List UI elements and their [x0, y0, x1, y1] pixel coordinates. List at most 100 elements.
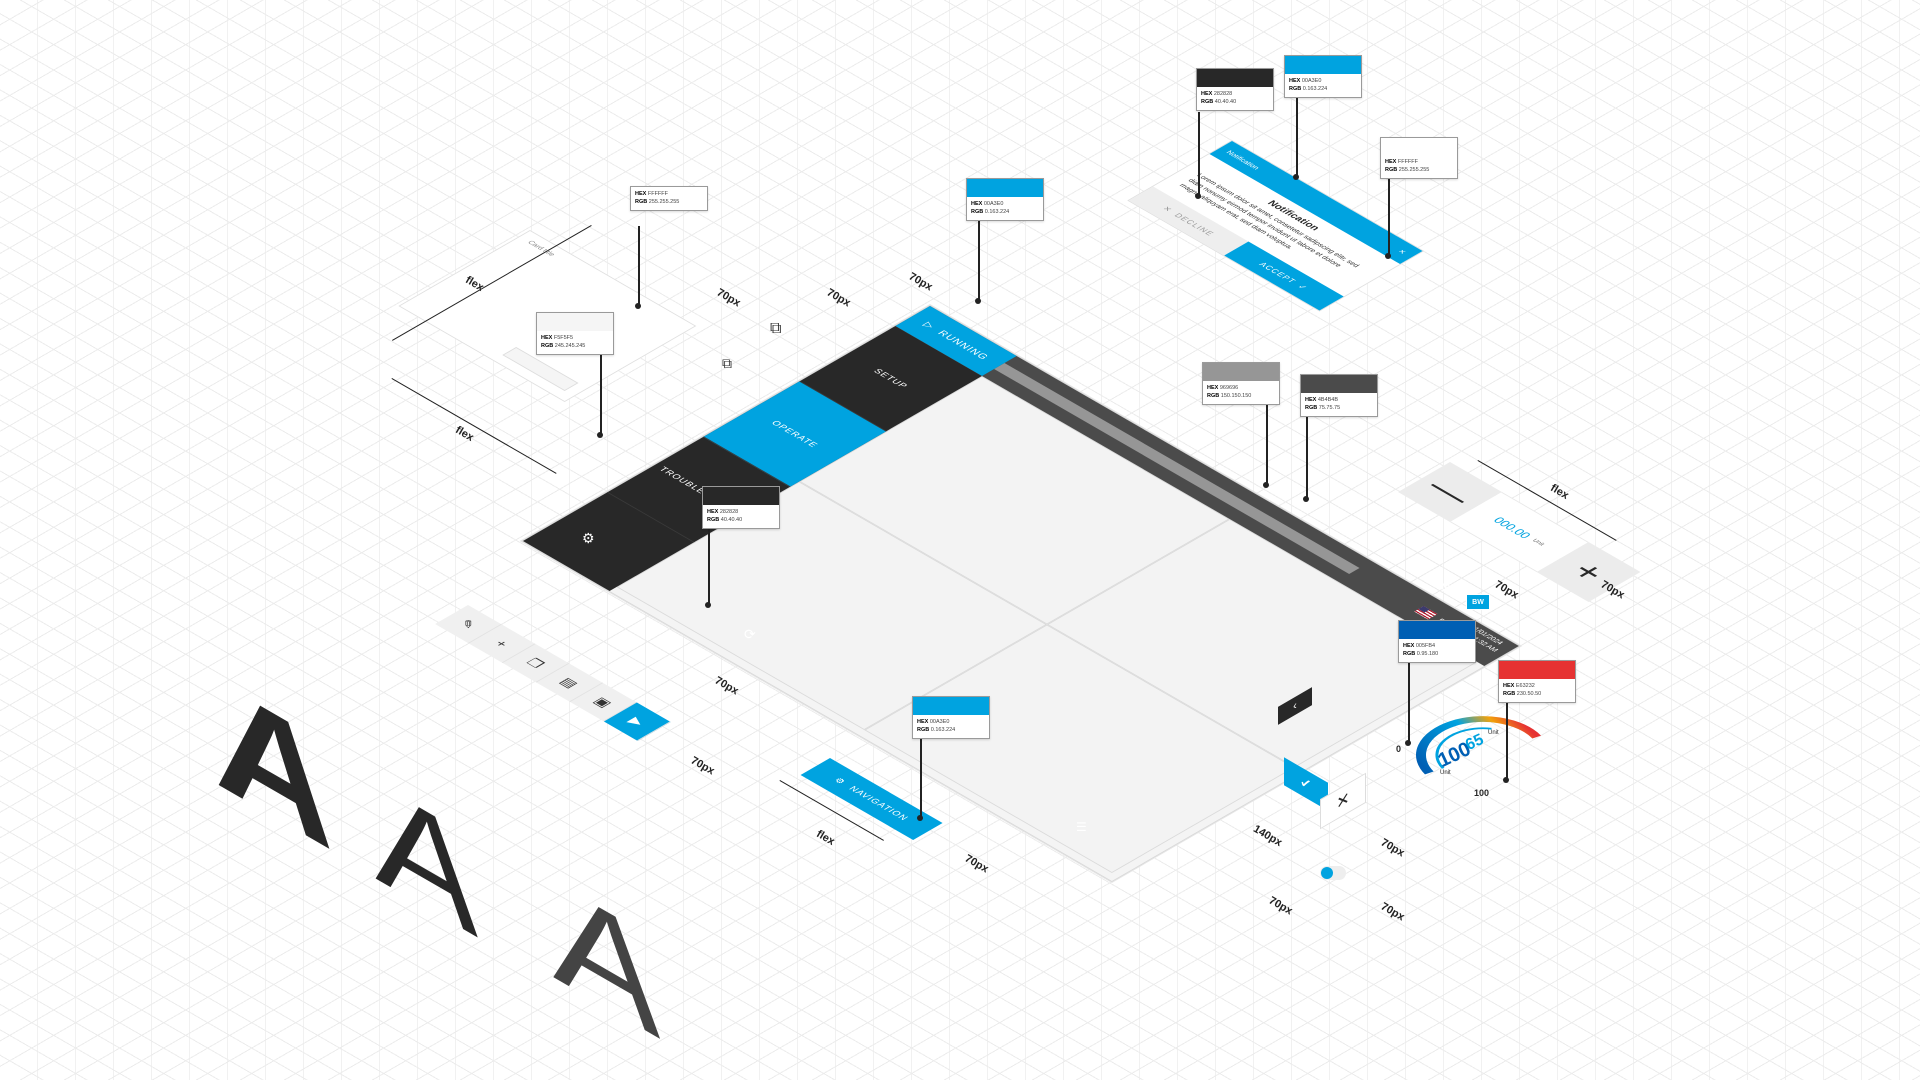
check-icon: ✓: [1299, 772, 1313, 797]
pointer-dot: [597, 432, 603, 438]
clipboard-icon: ▤: [557, 674, 583, 690]
pointer-dot: [705, 602, 711, 608]
gauge-min-label: 0: [1396, 744, 1402, 754]
dim-70px-label: 70px: [962, 852, 991, 876]
dim-70px-label: 70px: [1378, 900, 1407, 924]
pointer-line: [978, 216, 980, 300]
pointer-dot: [1263, 482, 1269, 488]
gauge-large-unit: Unit: [1440, 770, 1451, 776]
dim-70px-label: 70px: [1378, 836, 1407, 860]
pointer-line: [600, 350, 602, 434]
dim-70px-label: 70px: [688, 754, 717, 778]
swatch: [913, 697, 989, 715]
sync-icon: ⟳: [744, 626, 756, 642]
external-link-icon[interactable]: ⧉: [770, 320, 782, 337]
pointer-line: [920, 734, 922, 818]
swatch: [1197, 69, 1273, 87]
gauge-max-label: 100: [1474, 788, 1490, 798]
dim-flex-label: flex: [453, 424, 476, 444]
menu-icon[interactable]: ☰: [1076, 820, 1087, 834]
save-icon: ▣: [590, 694, 617, 710]
copy-icon: ❐: [523, 655, 549, 670]
us-flag-icon: [1414, 605, 1439, 620]
external-link-icon[interactable]: ⧉: [722, 355, 732, 371]
close-icon[interactable]: ✕: [1395, 249, 1407, 256]
swatch: [537, 313, 613, 331]
swatch: [1399, 621, 1475, 639]
user-icon[interactable]: ⚇: [1420, 560, 1432, 575]
sidebar-item-label: OPERATE: [769, 419, 821, 449]
play-icon: ▶: [625, 714, 649, 728]
minus-icon: —: [1417, 472, 1484, 512]
swatch: [703, 487, 779, 505]
gauge-widget: [1416, 716, 1542, 775]
dim-70px-label: 70px: [1492, 578, 1521, 602]
dim-flex-label: flex: [814, 828, 837, 848]
navigation-label: NAVIGATION: [846, 784, 912, 822]
dim-70px-label: 70px: [824, 286, 853, 310]
close-icon: ✕: [1160, 204, 1176, 214]
pointer-dot: [635, 303, 641, 309]
brand-logo: BW: [1466, 594, 1490, 610]
swatch: [1285, 56, 1361, 74]
pointer-line: [1408, 658, 1410, 742]
dim-line: [391, 378, 557, 474]
toggle-knob: [1321, 867, 1333, 879]
gauge-small-unit: Unit: [1488, 730, 1499, 736]
pointer-dot: [1385, 253, 1391, 259]
dim-70px-label: 70px: [714, 286, 743, 310]
pointer-dot: [1195, 193, 1201, 199]
pointer-dot: [975, 298, 981, 304]
toolbar: ✎ + ❐ ▤ ▣ ▶: [435, 605, 671, 741]
dim-70px-label: 70px: [712, 674, 741, 698]
pointer-line: [1306, 412, 1308, 498]
pen-icon: ✎: [456, 616, 481, 631]
settings-gear-icon[interactable]: ⚙: [582, 530, 595, 546]
pointer-line: [1198, 112, 1200, 196]
close-icon: ✕: [1336, 789, 1350, 814]
pointer-dot: [1293, 174, 1299, 180]
swatch: [1301, 375, 1377, 393]
check-icon: ✓: [1295, 282, 1311, 292]
swatch: [1203, 363, 1279, 381]
pointer-dot: [1405, 740, 1411, 746]
dim-70px-label: 70px: [1266, 894, 1295, 918]
swatch: [1499, 661, 1575, 679]
gear-icon: ⚙: [832, 775, 850, 786]
settings-icon[interactable]: ⚙: [1440, 580, 1452, 595]
stepper-value: 000.00: [1490, 515, 1535, 541]
pointer-dot: [917, 815, 923, 821]
pointer-line: [708, 524, 710, 604]
sidebar-item-label: SETUP: [871, 367, 911, 390]
stepper-unit: Unit: [1530, 538, 1545, 547]
pointer-line: [1388, 178, 1390, 256]
dim-140px-label: 140px: [1251, 823, 1285, 849]
pointer-line: [1266, 400, 1268, 484]
typography-regular-sample: A: [375, 751, 479, 968]
dim-70px-label: 70px: [906, 270, 935, 294]
pointer-line: [1296, 96, 1298, 176]
swatch: [967, 179, 1043, 197]
typography-bold-sample: A: [214, 646, 334, 884]
plus-icon: +: [491, 637, 513, 650]
play-icon: ▷: [920, 320, 938, 331]
pointer-line: [638, 226, 640, 306]
pointer-dot: [1303, 496, 1309, 502]
pointer-dot: [1503, 777, 1509, 783]
typography-light-sample: A: [552, 849, 661, 1070]
dim-flex-label: flex: [1548, 482, 1571, 502]
toggle-switch[interactable]: [1320, 866, 1346, 880]
pointer-line: [1506, 700, 1508, 780]
